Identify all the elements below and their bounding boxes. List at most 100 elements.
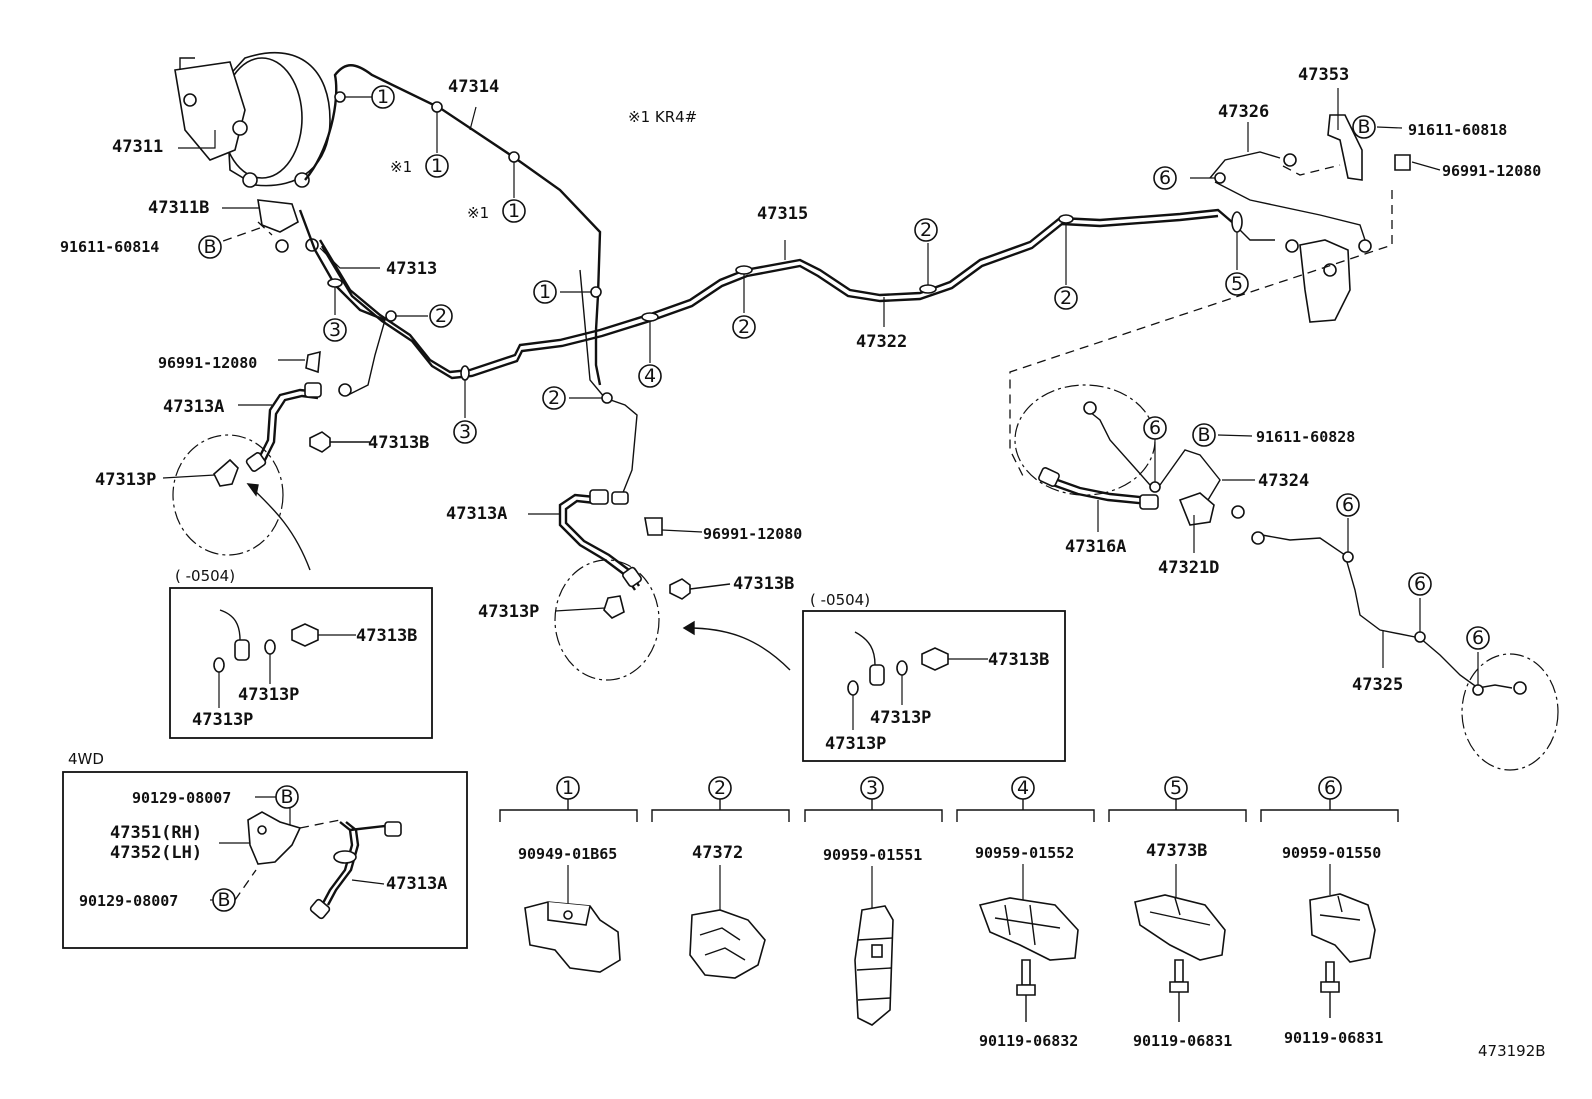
callout-2: 2 bbox=[732, 315, 756, 339]
svg-text:B: B bbox=[1197, 424, 1210, 446]
label-47313A-center: 47313A bbox=[446, 504, 507, 524]
leader-lines bbox=[162, 88, 1479, 685]
svg-text:5: 5 bbox=[1231, 273, 1243, 295]
svg-text:2: 2 bbox=[714, 777, 726, 799]
clamp-1: 1 90949-01B65 bbox=[499, 776, 638, 973]
callout-1: 1 bbox=[533, 280, 557, 304]
inset-4wd-bolt-top: 90129-08007 bbox=[132, 789, 231, 807]
dashed-link bbox=[1009, 190, 1393, 481]
callout-6: 6 bbox=[1143, 416, 1167, 440]
label-47315: 47315 bbox=[757, 204, 808, 224]
label-91611-60818: 91611-60818 bbox=[1408, 121, 1507, 139]
clamp-1-part: 90949-01B65 bbox=[518, 845, 617, 863]
svg-text:4: 4 bbox=[644, 365, 656, 387]
label-47313: 47313 bbox=[386, 259, 437, 279]
clamp-4-part: 90959-01552 bbox=[975, 844, 1074, 862]
svg-text:6: 6 bbox=[1159, 167, 1171, 189]
label-47322: 47322 bbox=[856, 332, 907, 352]
rear-right-wheel-outline bbox=[1461, 653, 1559, 771]
callout-2: 2 bbox=[542, 386, 566, 410]
clamp-2-part: 47372 bbox=[692, 843, 743, 863]
inset-mid-caption: ( -0504) bbox=[810, 591, 870, 609]
svg-text:6: 6 bbox=[1414, 573, 1426, 595]
svg-text:1: 1 bbox=[539, 281, 551, 303]
clamp-legend: 1 90949-01B65 2 47372 3 90959-01551 bbox=[499, 776, 1399, 1050]
callout-B: B bbox=[1192, 423, 1216, 447]
callout-3: 3 bbox=[323, 318, 347, 342]
svg-text:1: 1 bbox=[377, 86, 389, 108]
svg-text:3: 3 bbox=[459, 421, 471, 443]
svg-text:2: 2 bbox=[435, 305, 447, 327]
label-47321D: 47321D bbox=[1158, 558, 1219, 578]
star-marker: ※1 bbox=[467, 204, 489, 222]
svg-text:2: 2 bbox=[738, 316, 750, 338]
callout-B: B bbox=[275, 785, 299, 809]
clamp-3: 3 90959-01551 bbox=[804, 776, 943, 1026]
svg-text:B: B bbox=[217, 889, 230, 911]
inset-mid-gasket-1: 47313P bbox=[870, 708, 931, 728]
clamp-5-part: 47373B bbox=[1146, 841, 1207, 861]
callout-1: 1 bbox=[425, 154, 449, 178]
svg-text:6: 6 bbox=[1342, 494, 1354, 516]
label-47313A-left: 47313A bbox=[163, 397, 224, 417]
svg-text:4: 4 bbox=[1017, 777, 1029, 799]
left-wheel-outline bbox=[172, 434, 284, 556]
callout-1: 1 bbox=[371, 85, 395, 109]
callout-6: 6 bbox=[1466, 626, 1490, 650]
inset-left-gasket-1: 47313P bbox=[238, 685, 299, 705]
callout-1: 1 bbox=[502, 199, 526, 223]
inset-mid-gasket-2: 47313P bbox=[825, 734, 886, 754]
label-96991-12080-b: 96991-12080 bbox=[703, 525, 802, 543]
label-96991-12080-c: 96991-12080 bbox=[1442, 162, 1541, 180]
svg-text:2: 2 bbox=[920, 219, 932, 241]
inset-4wd-title: 4WD bbox=[68, 750, 104, 768]
label-91611-60828: 91611-60828 bbox=[1256, 428, 1355, 446]
rear-junction-bracket bbox=[1299, 114, 1363, 323]
label-47313P-center: 47313P bbox=[478, 602, 539, 622]
clamp-6: 6 90959-01550 90119-06831 bbox=[1260, 776, 1399, 1047]
label-47314: 47314 bbox=[448, 77, 499, 97]
label-47325: 47325 bbox=[1352, 675, 1403, 695]
label-91611-60814: 91611-60814 bbox=[60, 238, 159, 256]
label-47324: 47324 bbox=[1258, 471, 1309, 491]
svg-text:5: 5 bbox=[1170, 777, 1182, 799]
label-47316A: 47316A bbox=[1065, 537, 1126, 557]
svg-text:3: 3 bbox=[866, 777, 878, 799]
clamp-4: 4 90959-01552 90119-06832 bbox=[956, 776, 1095, 1050]
svg-text:6: 6 bbox=[1149, 417, 1161, 439]
svg-text:2: 2 bbox=[1060, 287, 1072, 309]
figure-id: 473192B bbox=[1478, 1042, 1546, 1060]
callout-5: 5 bbox=[1225, 272, 1249, 296]
note-kr4: ※1 KR4# bbox=[628, 108, 697, 126]
inset-left-bolt: 47313B bbox=[356, 626, 417, 646]
clamp-2: 2 47372 bbox=[651, 776, 790, 979]
view-arrows bbox=[246, 483, 791, 671]
label-47311: 47311 bbox=[112, 137, 163, 157]
label-47326: 47326 bbox=[1218, 102, 1269, 122]
inset-4wd: 4WD B B 90129-08007 47351(RH) 47352(LH) … bbox=[62, 750, 468, 949]
callout-4: 4 bbox=[638, 364, 662, 388]
clip-nodes bbox=[327, 91, 1484, 696]
callout-2: 2 bbox=[429, 304, 453, 328]
svg-text:1: 1 bbox=[508, 200, 520, 222]
clamp-4-bolt: 90119-06832 bbox=[979, 1032, 1078, 1050]
svg-text:1: 1 bbox=[431, 155, 443, 177]
callout-6: 6 bbox=[1336, 493, 1360, 517]
dashed-link-3 bbox=[208, 227, 261, 247]
inset-left-gasket-2: 47313P bbox=[192, 710, 253, 730]
svg-text:6: 6 bbox=[1324, 777, 1336, 799]
inset-left-caption: ( -0504) bbox=[175, 567, 235, 585]
inset-4wd-bracket-rh: 47351(RH) bbox=[110, 823, 202, 843]
inset-left: ( -0504) 47313B 47313P 47313P bbox=[169, 567, 433, 739]
label-47353: 47353 bbox=[1298, 65, 1349, 85]
star-marker: ※1 bbox=[390, 158, 412, 176]
inset-4wd-bolt-bottom: 90129-08007 bbox=[79, 892, 178, 910]
callout-B: B bbox=[1352, 115, 1376, 139]
inset-mid: ( -0504) 47313B 47313P 47313P bbox=[802, 591, 1066, 762]
clamp-6-part: 90959-01550 bbox=[1282, 844, 1381, 862]
clamp-3-part: 90959-01551 bbox=[823, 846, 922, 864]
callout-B: B bbox=[212, 888, 236, 912]
callout-B: B bbox=[198, 235, 222, 259]
clamp-6-bolt: 90119-06831 bbox=[1284, 1029, 1383, 1047]
dashed-link-4 bbox=[257, 221, 273, 236]
